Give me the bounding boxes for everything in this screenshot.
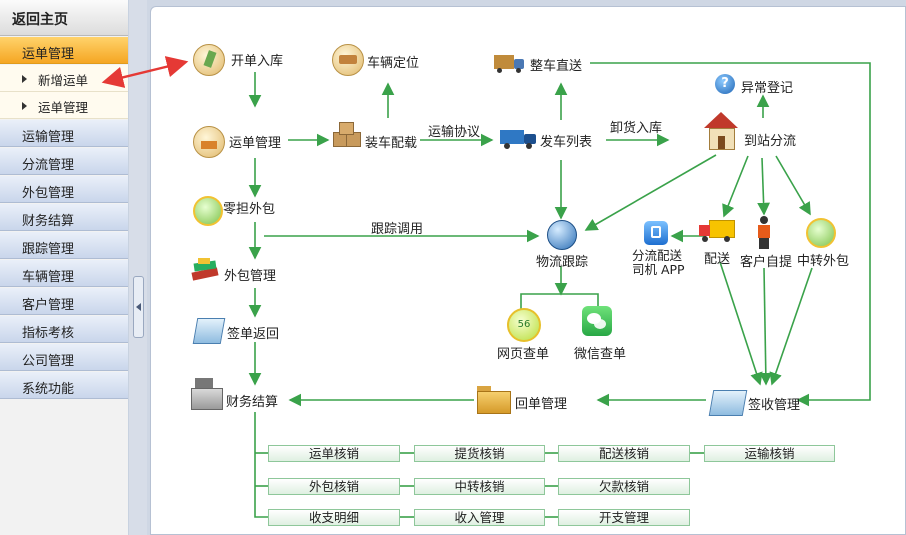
books-icon[interactable] — [191, 258, 220, 286]
node-transfer-outsource[interactable]: 中转外包 — [797, 254, 850, 269]
verify-waybill-button[interactable]: 运单核销 — [268, 445, 400, 462]
node-driver-app[interactable]: 分流配送 司机 APP — [632, 248, 685, 277]
node-sign-return[interactable]: 签单返回 — [227, 327, 280, 342]
web-query-icon[interactable]: 56 — [507, 308, 541, 342]
wechat-icon[interactable] — [582, 306, 612, 336]
transfer-icon[interactable] — [806, 218, 836, 248]
verify-transfer-button[interactable]: 中转核销 — [414, 478, 545, 495]
sidebar-item-transport[interactable]: 运输管理 — [0, 120, 128, 147]
triangle-right-icon — [22, 102, 27, 110]
income-expense-detail-button[interactable]: 收支明细 — [268, 509, 400, 526]
boxes-icon[interactable] — [333, 122, 361, 150]
sidebar-item-customer[interactable]: 客户管理 — [0, 288, 128, 315]
triangle-right-icon — [22, 75, 27, 83]
node-wechat-query[interactable]: 微信查单 — [574, 347, 627, 362]
collapse-sidebar-button[interactable] — [133, 276, 144, 338]
edge-label-tracking-call: 跟踪调用 — [371, 222, 424, 237]
node-exception[interactable]: 异常登记 — [741, 81, 794, 96]
sign-return-icon[interactable] — [192, 318, 226, 344]
expense-manage-button[interactable]: 开支管理 — [558, 509, 690, 526]
node-vehicle-location[interactable]: 车辆定位 — [367, 56, 420, 71]
node-self-pickup[interactable]: 客户自提 — [740, 255, 793, 270]
sign-manage-icon[interactable] — [708, 390, 748, 416]
person-icon[interactable] — [757, 216, 771, 250]
edge-label-unload: 卸货入库 — [610, 121, 663, 136]
edge-label-transport-agreement: 运输协议 — [428, 125, 481, 140]
node-finance[interactable]: 财务结算 — [226, 395, 279, 410]
sidebar-item-finance[interactable]: 财务结算 — [0, 204, 128, 231]
verify-transport-button[interactable]: 运输核销 — [704, 445, 835, 462]
income-manage-button[interactable]: 收入管理 — [414, 509, 545, 526]
sidebar-item-system[interactable]: 系统功能 — [0, 372, 128, 399]
recycle-icon[interactable] — [193, 196, 223, 226]
verify-pickup-button[interactable]: 提货核销 — [414, 445, 545, 462]
node-departure[interactable]: 发车列表 — [540, 135, 593, 150]
node-new-waybill[interactable]: 开单入库 — [231, 54, 284, 69]
node-web-query[interactable]: 网页查单 — [497, 347, 550, 362]
blue-truck-icon[interactable] — [500, 128, 536, 150]
delivery-truck-icon[interactable] — [699, 218, 735, 244]
node-car-direct[interactable]: 整车直送 — [530, 59, 583, 74]
verify-arrears-button[interactable]: 欠款核销 — [558, 478, 690, 495]
home-link[interactable]: 返回主页 — [0, 0, 128, 36]
splitter — [129, 0, 147, 535]
folder-icon[interactable] — [477, 386, 511, 414]
node-logistics-tracking[interactable]: 物流跟踪 — [536, 255, 589, 270]
sidebar-item-kpi[interactable]: 指标考核 — [0, 316, 128, 343]
verify-outsource-button[interactable]: 外包核销 — [268, 478, 400, 495]
node-loading[interactable]: 装车配载 — [365, 136, 418, 151]
sidebar-subitem-label: 新增运单 — [38, 73, 89, 88]
sidebar-item-distribution[interactable]: 分流管理 — [0, 148, 128, 175]
sidebar-subitem-waybill-manage[interactable]: 运单管理 — [0, 92, 128, 119]
question-icon[interactable]: ? — [715, 74, 735, 94]
vehicle-location-icon[interactable] — [332, 44, 364, 76]
truck-icon[interactable] — [494, 53, 524, 73]
sidebar-item-tracking[interactable]: 跟踪管理 — [0, 232, 128, 259]
node-receipt-manage[interactable]: 回单管理 — [515, 397, 568, 412]
node-outsource-manage[interactable]: 外包管理 — [224, 269, 277, 284]
sidebar-item-outsource[interactable]: 外包管理 — [0, 176, 128, 203]
verify-delivery-button[interactable]: 配送核销 — [558, 445, 690, 462]
new-waybill-icon[interactable] — [193, 44, 225, 76]
house-icon[interactable] — [704, 112, 738, 150]
node-sign-manage[interactable]: 签收管理 — [748, 398, 801, 413]
cash-register-icon[interactable] — [191, 378, 223, 410]
sidebar-subitem-label: 运单管理 — [38, 100, 89, 115]
sidebar-item-vehicle[interactable]: 车辆管理 — [0, 260, 128, 287]
app-store-icon[interactable] — [644, 221, 668, 245]
node-delivery[interactable]: 配送 — [704, 252, 731, 267]
globe-icon[interactable] — [547, 220, 577, 250]
node-waybill-manage[interactable]: 运单管理 — [229, 136, 282, 151]
sidebar-item-company[interactable]: 公司管理 — [0, 344, 128, 371]
waybill-manage-icon[interactable] — [193, 126, 225, 158]
node-station-distribute[interactable]: 到站分流 — [744, 134, 797, 149]
node-ltl-outsource[interactable]: 零担外包 — [223, 202, 276, 217]
